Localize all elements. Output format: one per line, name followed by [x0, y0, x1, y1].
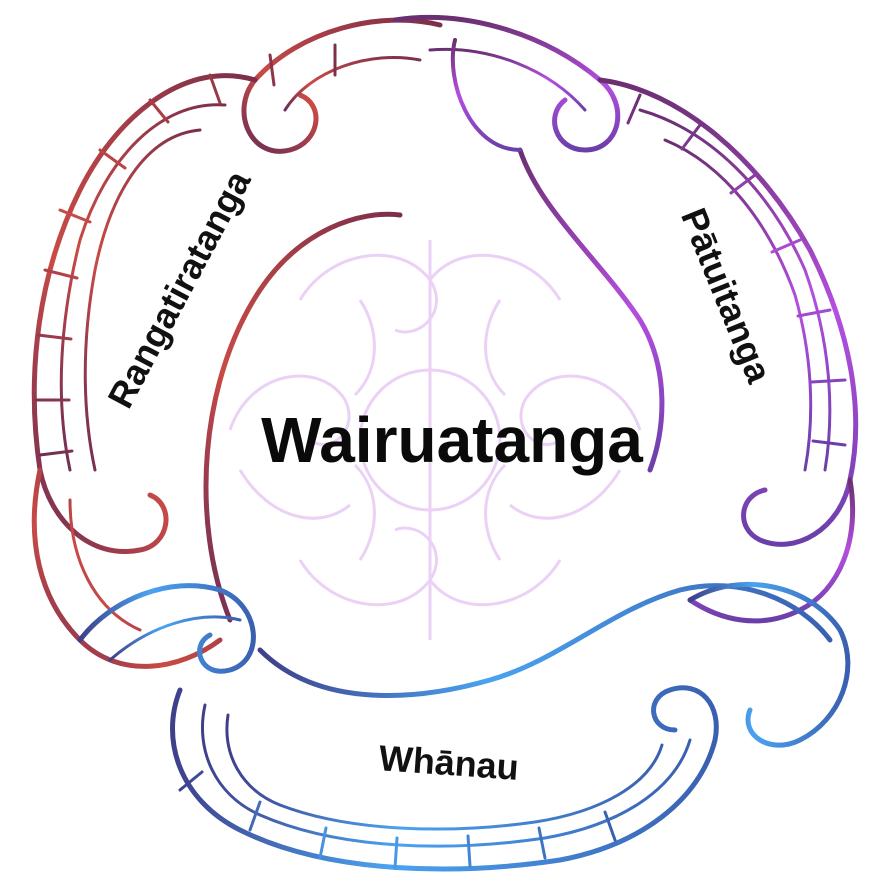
segment-patuitanga [395, 18, 856, 621]
segment-whanau [80, 584, 848, 869]
label-whanau: Whānau [378, 737, 521, 788]
label-rangatiratanga: Rangatiratanga [99, 163, 259, 414]
center-label: Wairuatanga [261, 404, 643, 476]
segment-rangatiratanga [34, 20, 440, 666]
